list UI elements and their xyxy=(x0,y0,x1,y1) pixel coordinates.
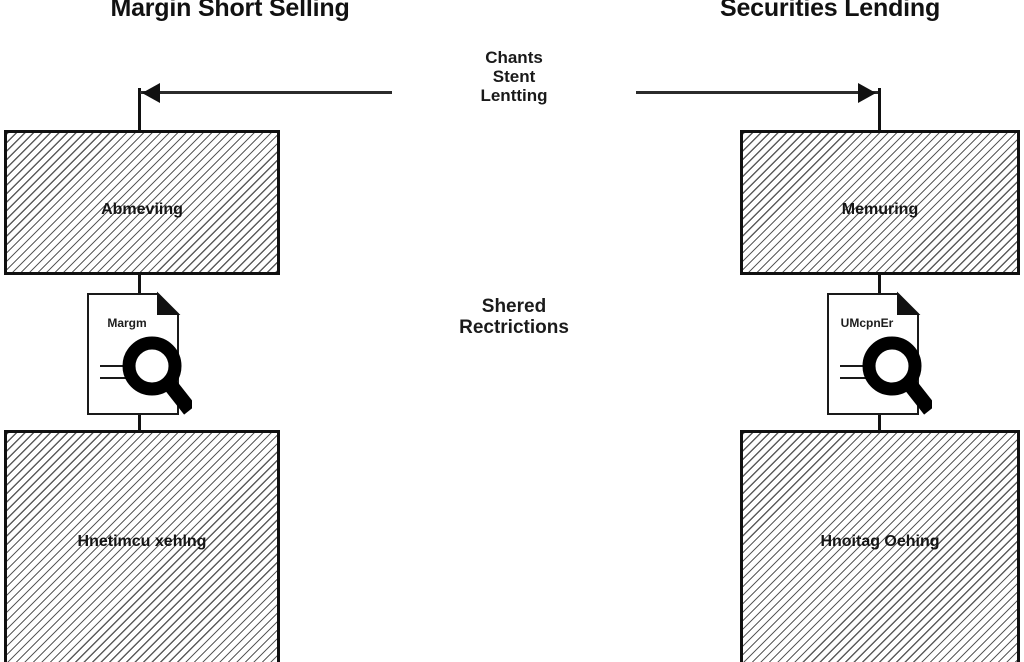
connector-right-lower xyxy=(878,406,881,432)
arrow-label-line-1: Chants xyxy=(485,48,543,67)
center-note-line-2: Rectrictions xyxy=(459,317,569,338)
document-label-right: UMcpnEr xyxy=(840,316,894,330)
arrow-label-line-3: Lentting xyxy=(480,86,548,105)
document-magnifier-svg xyxy=(827,291,932,415)
document-magnifier-svg xyxy=(87,291,192,415)
connector-left-lower xyxy=(138,406,141,432)
center-note-line-1: Shered xyxy=(481,296,547,317)
box-bottom-left: Hnetimcu xehlng xyxy=(4,430,280,662)
column-title-right: Securities Lending xyxy=(719,0,941,22)
magnifier-icon xyxy=(862,336,932,415)
connector-right-upper xyxy=(878,275,881,295)
arrow-head-right-icon xyxy=(858,83,876,103)
box-top-right: Memuring xyxy=(740,130,1020,275)
connector-stem-right xyxy=(878,88,881,133)
connector-left-upper xyxy=(138,275,141,295)
arrow-label-line-2: Stent xyxy=(492,67,536,86)
box-bottom-right-label: Hnoitag Oehing xyxy=(820,533,940,550)
document-label-left: Margm xyxy=(107,316,147,330)
box-top-left: Abmeviing xyxy=(4,130,280,275)
document-icon: UMcpnEr xyxy=(824,290,932,418)
box-top-left-label: Abmeviing xyxy=(101,201,183,218)
box-bottom-left-label: Hnetimcu xehlng xyxy=(77,533,207,550)
arrow-head-left-icon xyxy=(142,83,160,103)
box-bottom-right: Hnoitag Oehing xyxy=(740,430,1020,662)
connector-stem-left xyxy=(138,88,141,133)
center-note: Shered Rectrictions xyxy=(384,296,644,338)
column-title-left: Margin Short Selling xyxy=(110,0,350,22)
magnifier-icon xyxy=(122,336,192,415)
arrow-label: Chants Stent Lentting xyxy=(392,46,636,107)
document-icon: Margm xyxy=(84,290,192,418)
box-top-right-label: Memuring xyxy=(841,201,919,218)
